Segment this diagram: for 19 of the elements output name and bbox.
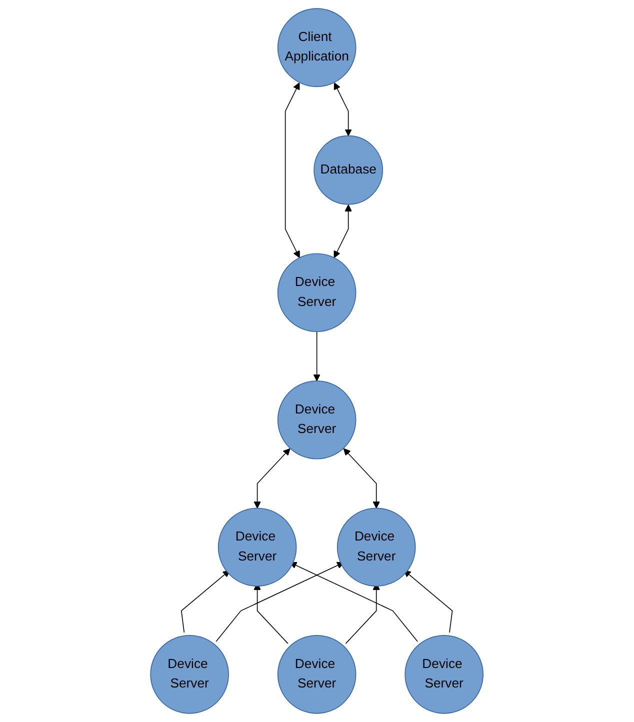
arrow <box>285 82 300 258</box>
arrow <box>313 331 321 382</box>
node-circle: Device Server <box>404 635 484 714</box>
node-circle: Device Server <box>337 508 416 587</box>
node-circle: Device Server <box>278 635 356 714</box>
arrow <box>404 570 453 633</box>
node-circle: Database <box>314 135 384 205</box>
arrow <box>334 82 352 136</box>
node-circle: Client Application <box>278 8 356 87</box>
node-circle: Device Server <box>150 635 230 714</box>
arrow <box>334 204 352 258</box>
arrow <box>344 448 380 508</box>
arrow <box>216 562 344 642</box>
arrow <box>254 448 290 508</box>
arrow <box>181 570 230 633</box>
node-circle: Device Server <box>278 380 356 460</box>
node-circle: Device Server <box>278 253 356 332</box>
node-circle: Device Server <box>218 508 297 587</box>
arrow <box>290 562 418 642</box>
